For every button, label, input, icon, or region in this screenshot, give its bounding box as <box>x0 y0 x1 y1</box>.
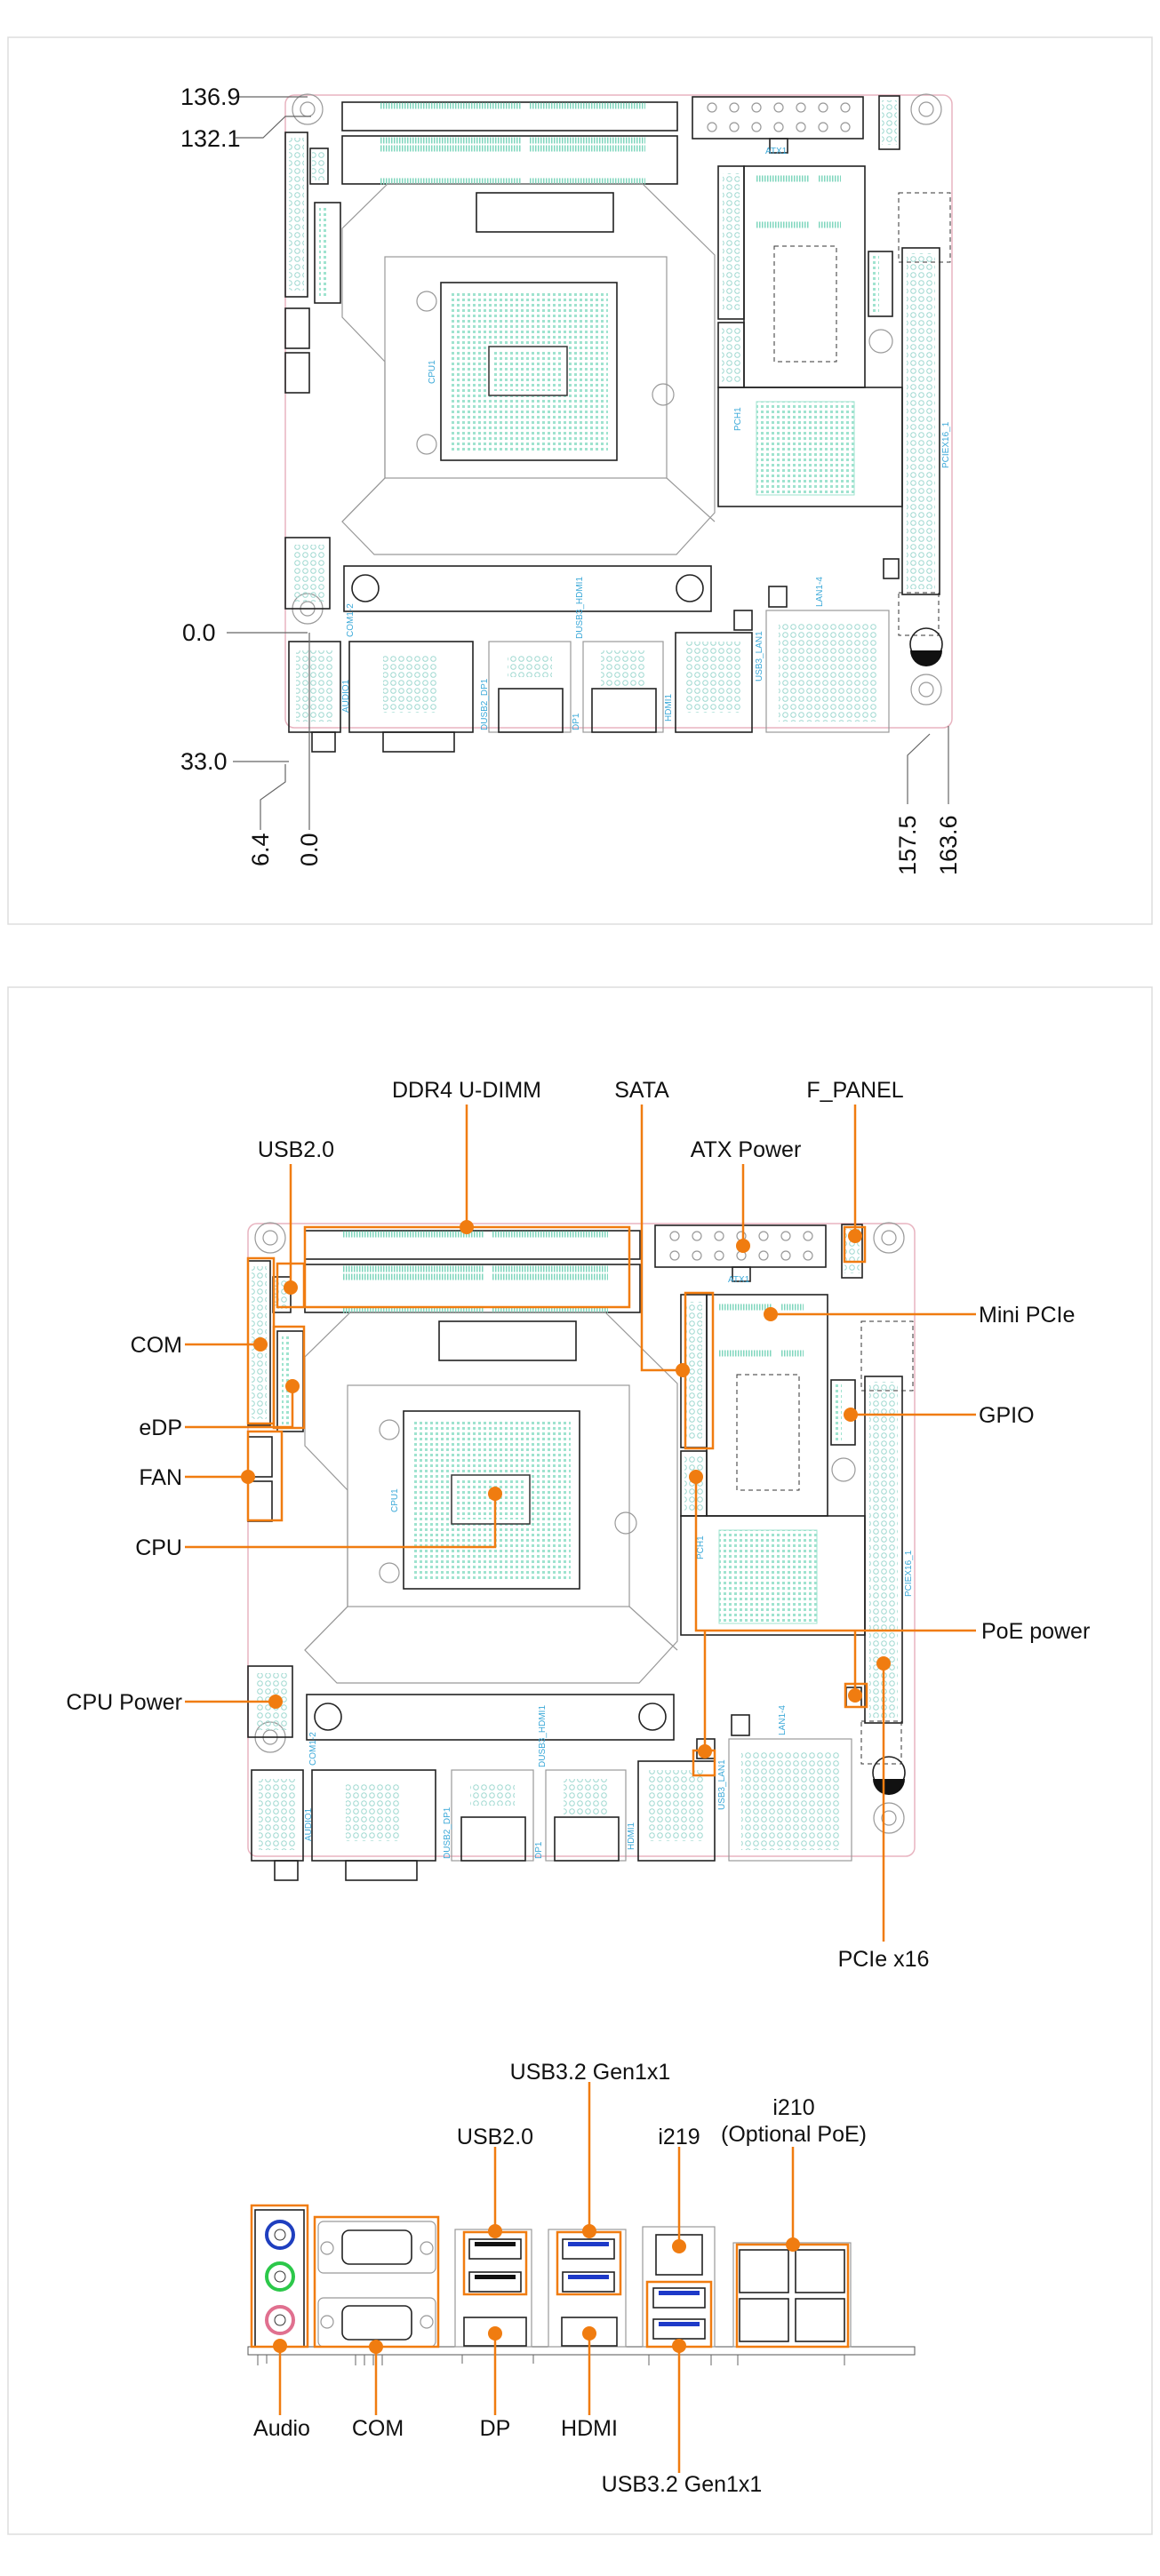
silk-dp: DP1 <box>572 713 581 730</box>
label-i219: i219 <box>658 2125 700 2149</box>
board-silkscreen-dimension: ATX1 CPU1 PCH1 PCIEX16_1 AUDIO1 COM1-2 D… <box>341 147 951 730</box>
dim-6-4: 6.4 <box>247 833 274 866</box>
silk-audio: AUDIO1 <box>304 1807 314 1841</box>
silk-pcie: PCIEX16_1 <box>941 421 951 468</box>
label-i210: i210 <box>772 2095 814 2120</box>
dim-33-0: 33.0 <box>180 748 228 775</box>
io-callout-dots <box>273 2224 800 2354</box>
label-fan: FAN <box>139 1465 182 1490</box>
silk-pch: PCH1 <box>696 1535 706 1559</box>
label-edp: eDP <box>139 1416 182 1440</box>
label-cpu: CPU <box>135 1535 182 1560</box>
silk-audio: AUDIO1 <box>341 679 351 713</box>
label-atx-power: ATX Power <box>691 1137 802 1162</box>
dim-163-6: 163.6 <box>935 815 962 875</box>
silk-dusb3-hdmi: DUSB3_HDMI1 <box>538 1705 548 1767</box>
label-com: COM <box>131 1333 182 1358</box>
label-f-panel: F_PANEL <box>806 1078 903 1103</box>
layout-callout-lines <box>185 1105 976 1942</box>
label-dp: DP <box>480 2416 511 2441</box>
label-i210-poe: (Optional PoE) <box>721 2122 867 2147</box>
layout-panel <box>7 986 1153 2535</box>
label-cpu-power: CPU Power <box>66 1690 182 1715</box>
silk-com: COM1-2 <box>346 603 356 637</box>
silk-atx: ATX1 <box>728 1275 750 1285</box>
silk-com: COM1-2 <box>308 1732 318 1766</box>
board-layout-drawing <box>248 1223 915 1880</box>
silk-lan: LAN1-4 <box>778 1705 788 1735</box>
dim-0-0-left: 0.0 <box>182 619 216 646</box>
label-usb32-top: USB3.2 Gen1x1 <box>510 2060 671 2085</box>
rear-io-drawing <box>247 2209 916 2365</box>
silk-dusb3-hdmi: DUSB3_HDMI1 <box>575 577 585 639</box>
silk-cpu: CPU1 <box>428 360 437 384</box>
label-hdmi: HDMI <box>561 2416 618 2441</box>
dimension-panel <box>7 36 1153 925</box>
silk-pcie: PCIEX16_1 <box>904 1550 914 1597</box>
silk-dp: DP1 <box>534 1841 544 1859</box>
silk-cpu: CPU1 <box>390 1488 400 1512</box>
silk-atx: ATX1 <box>765 147 788 156</box>
label-sata: SATA <box>614 1078 669 1103</box>
silk-hdmi: HDMI1 <box>627 1822 636 1850</box>
silk-lan: LAN1-4 <box>815 577 825 607</box>
layout-callout-dots <box>241 1220 891 1759</box>
dimension-leaders <box>227 96 949 830</box>
dim-157-5: 157.5 <box>894 815 921 875</box>
label-usb2: USB2.0 <box>258 1137 334 1162</box>
label-audio: Audio <box>253 2416 310 2441</box>
silk-pch: PCH1 <box>733 407 743 431</box>
dim-136-9: 136.9 <box>180 84 241 110</box>
silk-hdmi: HDMI1 <box>664 693 674 722</box>
label-mini-pcie: Mini PCIe <box>979 1303 1075 1328</box>
dim-0-0-bottom: 0.0 <box>296 833 323 866</box>
silk-dusb2-dp: DUSB2_DP1 <box>443 1806 452 1859</box>
label-pcie-x16: PCIe x16 <box>838 1947 930 1972</box>
board-dimension-drawing <box>285 94 952 752</box>
silk-usb3-lan: USB3_LAN1 <box>755 631 764 682</box>
silk-usb3-lan: USB3_LAN1 <box>717 1759 727 1810</box>
label-ddr4-udimm: DDR4 U-DIMM <box>392 1078 541 1103</box>
label-gpio: GPIO <box>979 1403 1035 1428</box>
label-poe-power: PoE power <box>981 1619 1090 1644</box>
silk-dusb2-dp: DUSB2_DP1 <box>480 678 490 730</box>
label-io-com: COM <box>352 2416 404 2441</box>
label-io-usb2: USB2.0 <box>457 2125 533 2149</box>
io-callout-lines <box>250 2082 850 2473</box>
label-usb32-bottom: USB3.2 Gen1x1 <box>602 2472 763 2497</box>
dim-132-1: 132.1 <box>180 125 241 152</box>
board-silkscreen-layout: ATX1 CPU1 PCH1 PCIEX16_1 AUDIO1 COM1-2 D… <box>304 1275 914 1859</box>
